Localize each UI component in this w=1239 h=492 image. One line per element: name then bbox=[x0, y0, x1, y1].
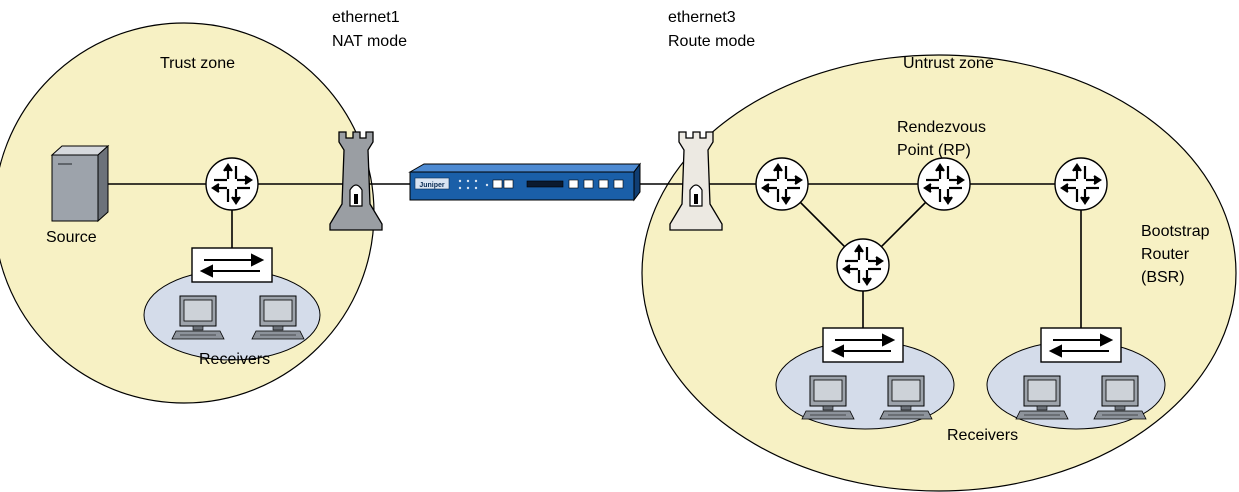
source-label: Source bbox=[46, 229, 97, 246]
workstation-icon bbox=[251, 295, 305, 340]
server-icon bbox=[50, 144, 110, 223]
router-icon bbox=[204, 156, 260, 212]
workstation-icon bbox=[879, 375, 933, 420]
receivers-untrust-label: Receivers bbox=[947, 427, 1018, 444]
workstation-icon bbox=[1015, 375, 1069, 420]
rp-label-line1: Rendezvous bbox=[897, 119, 986, 136]
ethernet1-name: ethernet1 bbox=[332, 9, 400, 26]
trust-zone-label: Trust zone bbox=[160, 55, 235, 72]
router-icon bbox=[754, 156, 810, 212]
ethernet3-mode: Route mode bbox=[668, 33, 755, 50]
ethernet1-mode: NAT mode bbox=[332, 33, 407, 50]
switch-icon bbox=[1040, 327, 1122, 363]
rp-label-line2: Point (RP) bbox=[897, 142, 971, 159]
router-icon bbox=[835, 237, 891, 293]
switch-icon bbox=[191, 247, 273, 283]
bsr-label-line1: Bootstrap bbox=[1141, 223, 1210, 240]
receivers-trust-label: Receivers bbox=[199, 351, 270, 368]
switch-icon bbox=[822, 327, 904, 363]
bsr-label-line2: Router bbox=[1141, 246, 1190, 263]
workstation-icon bbox=[1093, 375, 1147, 420]
router-icon bbox=[1053, 156, 1109, 212]
ethernet3-name: ethernet3 bbox=[668, 9, 736, 26]
untrust-zone-label: Untrust zone bbox=[903, 55, 994, 72]
router-icon bbox=[916, 156, 972, 212]
appliance-brand: Juniper bbox=[419, 182, 445, 189]
security-appliance-icon: Juniper bbox=[408, 162, 641, 202]
workstation-icon bbox=[171, 295, 225, 340]
workstation-icon bbox=[801, 375, 855, 420]
bsr-label-line3: (BSR) bbox=[1141, 269, 1185, 286]
